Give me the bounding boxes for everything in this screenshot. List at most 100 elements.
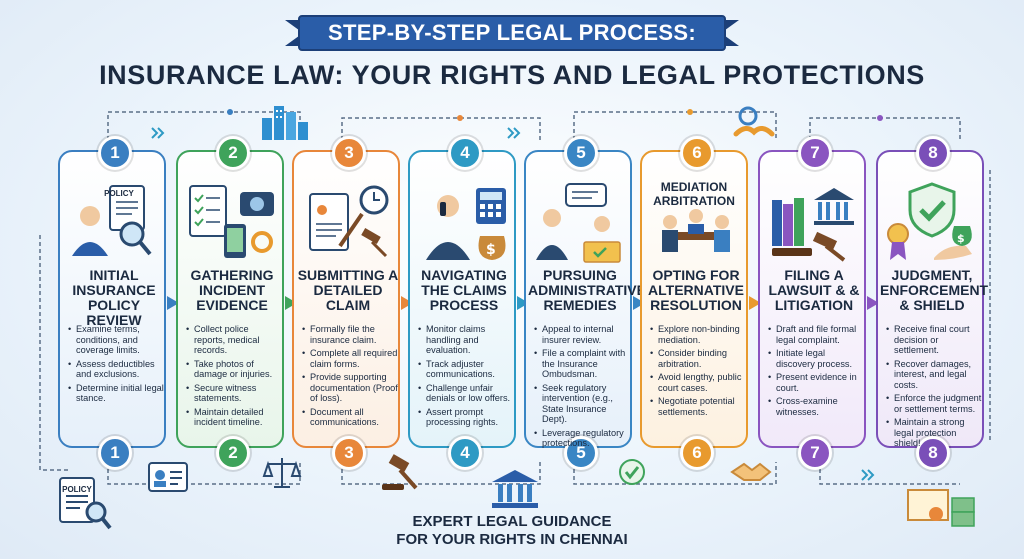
step-bullet: Take photos of damage or injuries. <box>186 359 282 380</box>
step-bullet: Draft and file formal legal complaint. <box>768 324 864 345</box>
step-number-badge: 2 <box>216 136 250 170</box>
step-title: OPTING FOR ALTERNATIVE RESOLUTION <box>648 267 744 313</box>
banner-title: STEP-BY-STEP LEGAL PROCESS: <box>328 20 696 45</box>
step-bullet: Monitor claims handling and evaluation. <box>418 324 514 356</box>
step-title: NAVIGATING THE CLAIMS PROCESS <box>421 267 507 313</box>
step-title: FILING A LAWSUIT & & LITIGATION <box>768 267 860 313</box>
step-bullet: File a complaint with the Insurance Ombu… <box>534 348 630 380</box>
flow-arrow-icon <box>167 296 179 310</box>
step-title: SUBMITTING A DETAILED CLAIM <box>297 267 399 313</box>
step-illustration-icon <box>300 180 396 264</box>
step-bullet: Receive final court decision or settleme… <box>886 324 982 356</box>
step-number-badge: 8 <box>916 136 950 170</box>
footer-tagline: EXPERT LEGAL GUIDANCE FOR YOUR RIGHTS IN… <box>0 513 1024 549</box>
step-card-6: 6 6 OPTING FOR ALTERNATIVE RESOLUTION Expl… <box>640 136 748 470</box>
flow-arrow-icon <box>517 296 529 310</box>
step-title: INITIAL INSURANCE POLICY REVIEW <box>72 267 156 328</box>
step-number-badge-bottom: 3 <box>332 436 366 470</box>
flow-arrow-icon <box>633 296 645 310</box>
step-bullet: Determine initial legal stance. <box>68 383 164 404</box>
step-bullet: Track adjuster communications. <box>418 359 514 380</box>
step-card-2: 2 2 GATHERING INCIDENT EVIDENCE Collect po… <box>176 136 284 470</box>
city-buildings-icon <box>262 106 308 140</box>
step-bullet: Avoid lengthy, public court cases. <box>650 372 746 393</box>
step-illustration-icon <box>766 180 862 264</box>
footer-line-1: EXPERT LEGAL GUIDANCE <box>412 513 612 530</box>
banner-ribbon <box>285 15 739 51</box>
step-title: PURSUING ADMINISTRATIVE REMEDIES <box>528 267 646 313</box>
step-illustration-icon <box>648 180 744 264</box>
step-bullet-list: Collect police reports, medical records.… <box>186 324 282 431</box>
step-card-4: 4 4 $NAVIGATING THE CLAIMS PROCESS Monitor… <box>408 136 516 470</box>
step-bullet: Provide supporting documentation (Proof … <box>302 372 398 404</box>
step-bullet: Negotiate potential settlements. <box>650 396 746 417</box>
step-illustration-icon <box>184 180 280 264</box>
checkmark-icon <box>619 459 645 485</box>
step-bullet-list: Draft and file formal legal complaint. In… <box>768 324 864 420</box>
step-title: JUDGMENT, ENFORCEMENT & SHIELD <box>880 267 989 313</box>
footer-line-2: FOR YOUR RIGHTS IN CHENNAI <box>396 531 628 548</box>
flow-arrow-icon <box>401 296 413 310</box>
step-bullet: Complete all required claim forms. <box>302 348 398 369</box>
certificate-money-icon <box>907 489 975 527</box>
step-bullet: Seek regulatory intervention (e.g., Stat… <box>534 383 630 425</box>
step-bullet-list: Monitor claims handling and evaluation. T… <box>418 324 514 431</box>
step-number-badge: 3 <box>332 136 366 170</box>
step-bullet: Examine terms, conditions, and coverage … <box>68 324 164 356</box>
step-bullet-list: Receive final court decision or settleme… <box>886 324 982 452</box>
scales-of-justice-icon <box>262 458 302 488</box>
step-number-badge: 1 <box>98 136 132 170</box>
step-number-badge: 6 <box>680 136 714 170</box>
svg-text:$: $ <box>957 232 965 245</box>
step-number-badge: 4 <box>448 136 482 170</box>
step-bullet: Explore non-binding mediation. <box>650 324 746 345</box>
step-number-badge-bottom: 6 <box>680 436 714 470</box>
step-bullet-list: Formally file the insurance claim. Comple… <box>302 324 398 431</box>
step-card-1: 1 1 INITIAL INSURANCE POLICY REVIEWExamin… <box>58 136 166 470</box>
flow-arrow-icon <box>749 296 761 310</box>
step-bullet-list: Appeal to internal insurer review. File a… <box>534 324 630 452</box>
step-bullet: Maintain detailed incident timeline. <box>186 407 282 428</box>
mediation-label: MEDIATION <box>660 180 728 194</box>
step-card-8: 88 $JUDGMENT, ENFORCEMENT & SHIELDReceiv… <box>876 136 989 470</box>
step-bullet: Appeal to internal insurer review. <box>534 324 630 345</box>
policy-doc-label: POLICY <box>104 189 134 198</box>
step-illustration-icon: $ <box>884 180 980 264</box>
step-bullet: Challenge unfair denials or low offers. <box>418 383 514 404</box>
step-bullet: Initiate legal discovery process. <box>768 348 864 369</box>
step-bullet: Consider binding arbitration. <box>650 348 746 369</box>
step-bullet: Enforce the judgment or settlement terms… <box>886 393 982 414</box>
handshake-icon <box>730 462 772 481</box>
step-number-badge-bottom: 4 <box>448 436 482 470</box>
policy-footer-label: POLICY <box>62 485 92 494</box>
courthouse-icon <box>492 470 538 508</box>
policy-magnifier-icon <box>59 477 112 530</box>
step-number-badge-bottom: 1 <box>98 436 132 470</box>
step-bullet: Collect police reports, medical records. <box>186 324 282 356</box>
step-bullet: Formally file the insurance claim. <box>302 324 398 345</box>
gavel-icon <box>382 454 418 490</box>
flow-arrow-icon <box>285 296 297 310</box>
step-number-badge: 5 <box>564 136 598 170</box>
step-bullet: Recover damages, interest, and legal cos… <box>886 359 982 391</box>
step-card-7: 7 7 FILING A LAWSUIT & & LITIGATION Draft … <box>758 136 866 470</box>
page-title: INSURANCE LAW: YOUR RIGHTS AND LEGAL PRO… <box>99 60 925 90</box>
step-number-badge-bottom: 2 <box>216 436 250 470</box>
step-bullet: Assert prompt processing rights. <box>418 407 514 428</box>
step-bullet: Present evidence in court. <box>768 372 864 393</box>
step-number-badge-bottom: 7 <box>798 436 832 470</box>
step-bullet: Document all communications. <box>302 407 398 428</box>
step-illustration-icon: $ <box>416 180 512 264</box>
step-card-5: 55 PURSUING ADMINISTRATIVE REMEDIESAppea… <box>524 136 646 470</box>
step-bullet: Secure witness statements. <box>186 383 282 404</box>
arbitration-label: ARBITRATION <box>653 194 735 208</box>
step-card-3: 3 3 SUBMITTING A DETAILED CLAIM Formally f… <box>292 136 400 470</box>
step-bullet: Maintain a strong legal protection shiel… <box>886 417 982 449</box>
step-bullet-list: Examine terms, conditions, and coverage … <box>68 324 164 407</box>
step-title: GATHERING INCIDENT EVIDENCE <box>190 267 274 313</box>
step-bullet: Leverage regulatory protections. <box>534 428 630 449</box>
step-bullet: Assess deductibles and exclusions. <box>68 359 164 380</box>
step-illustration-icon <box>532 180 628 264</box>
step-bullet-list: Explore non-binding mediation. Consider b… <box>650 324 746 420</box>
step-number-badge: 7 <box>798 136 832 170</box>
